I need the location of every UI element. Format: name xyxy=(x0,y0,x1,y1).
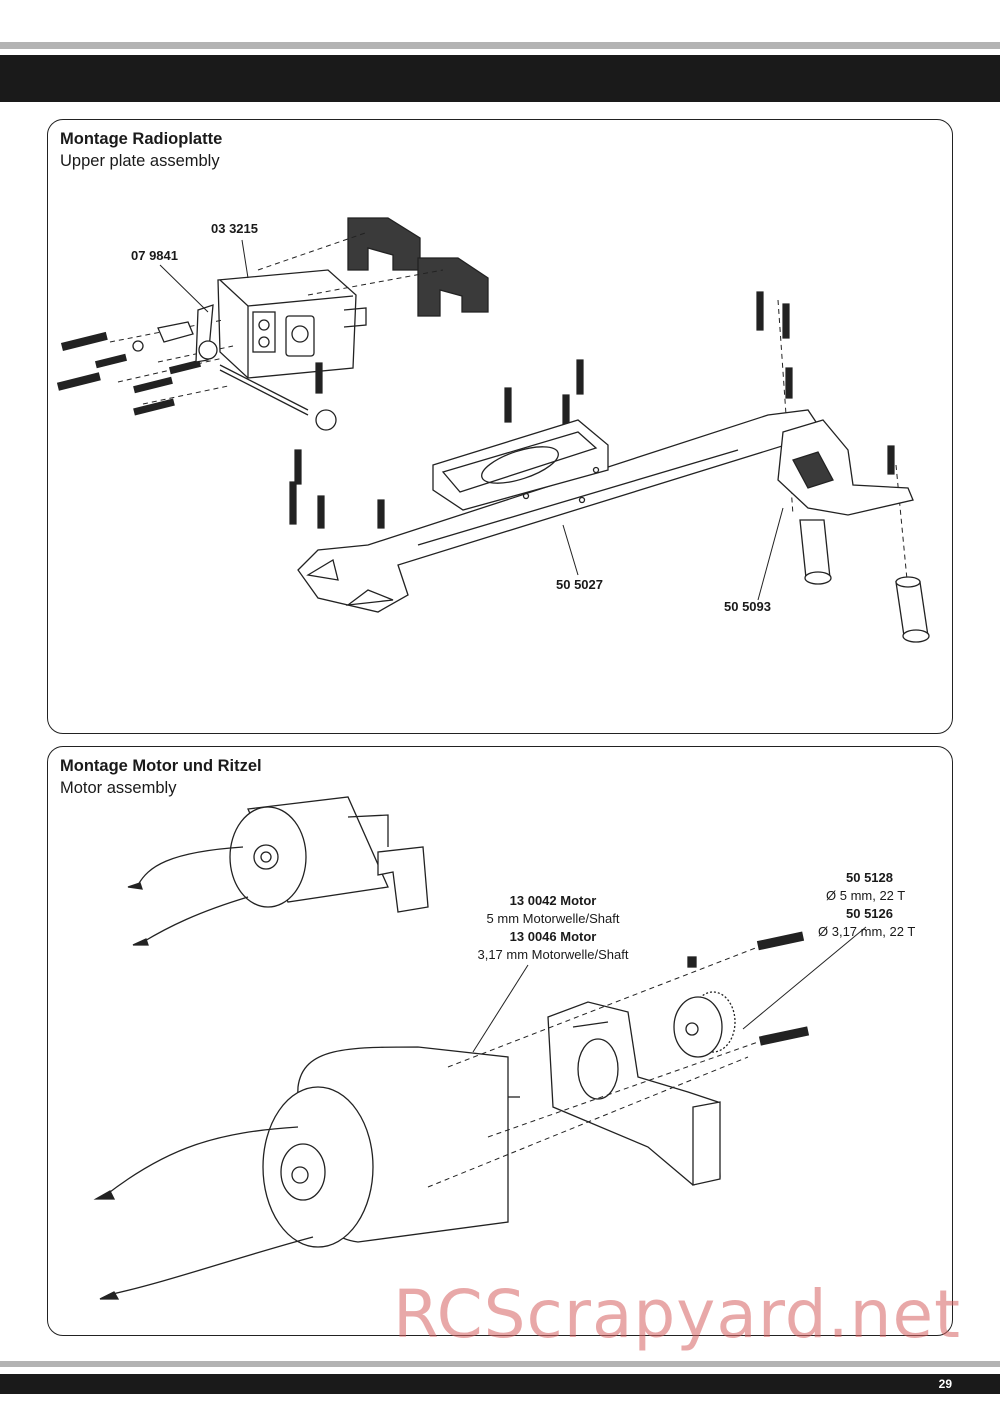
motor-2-code: 13 0046 Motor xyxy=(509,929,597,944)
header-bar xyxy=(0,55,1000,102)
motor-exploded-drawing xyxy=(93,796,867,1300)
motor-2-shaft: 3,17 mm Motorwelle/Shaft xyxy=(477,947,629,962)
motor-drawing xyxy=(93,1046,520,1300)
pinion-drawing xyxy=(673,956,736,1058)
pinion-2-spec: Ø 3,17 mm, 22 T xyxy=(818,924,916,939)
panel-subtitle: Upper plate assembly xyxy=(60,152,220,170)
pinion-1-spec: Ø 5 mm, 22 T xyxy=(826,888,906,903)
panel-title: Montage Motor und Ritzel xyxy=(60,757,262,775)
page-number: 29 xyxy=(938,1377,952,1391)
rear-mount-drawing xyxy=(777,419,930,643)
part-number-horn: 07 9841 xyxy=(131,248,178,263)
motor-1-shaft: 5 mm Motorwelle/Shaft xyxy=(486,911,620,926)
motor-1-code: 13 0042 Motor xyxy=(509,893,597,908)
panel-subtitle: Motor assembly xyxy=(60,779,177,797)
watermark-text: RCScrapyard.net xyxy=(393,1276,961,1353)
part-number-plate: 50 5027 xyxy=(556,577,603,592)
assembled-motor-drawing xyxy=(127,796,429,946)
header-stripe xyxy=(0,42,1000,49)
motor-assembly-panel: Montage Motor und Ritzel Motor assembly xyxy=(47,746,953,1336)
footer-stripe xyxy=(0,1361,1000,1367)
upper-plate-panel: Montage Radioplatte Upper plate assembly xyxy=(47,119,953,734)
part-number-servo: 03 3215 xyxy=(211,221,258,236)
servo-drawing xyxy=(217,269,367,379)
servo-mount-drawing xyxy=(347,217,489,317)
pinion-2-code: 50 5126 xyxy=(846,906,893,921)
part-number-mount: 50 5093 xyxy=(724,599,771,614)
panel-title: Montage Radioplatte xyxy=(60,130,223,148)
pinion-1-code: 50 5128 xyxy=(846,870,893,885)
upper-plate-exploded-drawing xyxy=(56,217,930,643)
motor-mount-drawing xyxy=(547,1001,721,1186)
radio-plate-drawing xyxy=(297,409,819,613)
footer-bar xyxy=(0,1374,1000,1394)
